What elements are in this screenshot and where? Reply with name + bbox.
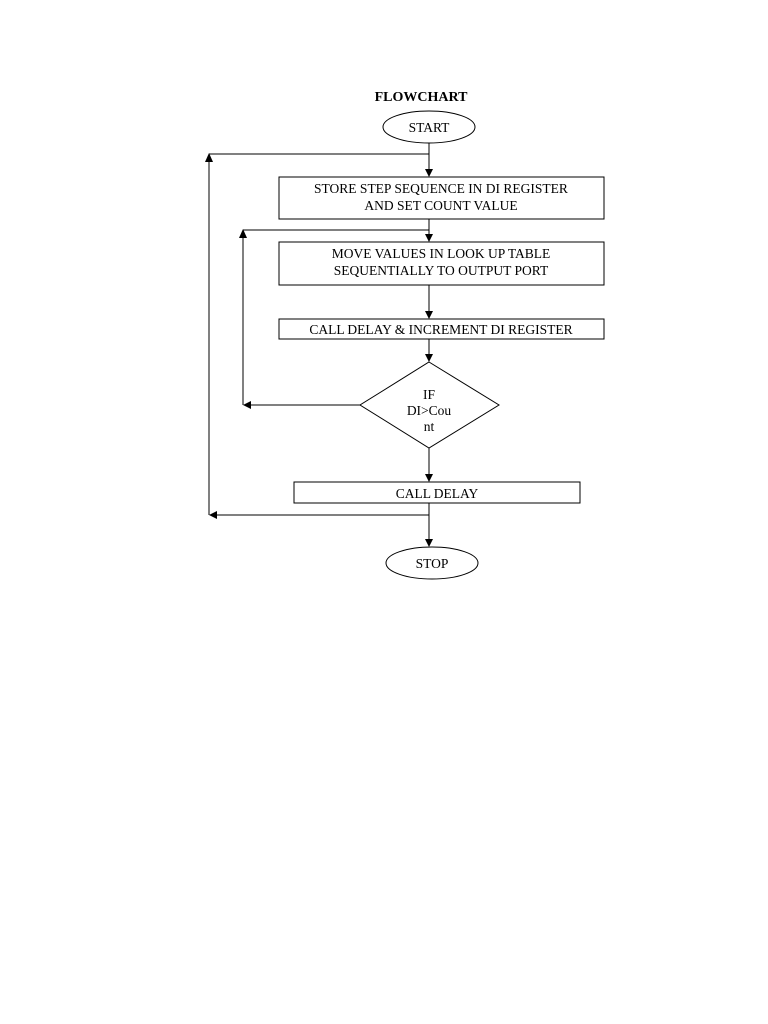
arrowhead [425, 234, 433, 242]
arrowhead [425, 169, 433, 177]
arrowhead [209, 511, 217, 519]
process-call-delay-increment [278, 318, 605, 340]
arrowhead [425, 539, 433, 547]
step1-line1: STORE STEP SEQUENCE IN DI REGISTER [314, 181, 568, 196]
step4-label: CALL DELAY [396, 486, 479, 501]
arrowhead [425, 474, 433, 482]
step2-line2: SEQUENTIALLY TO OUTPUT PORT [334, 263, 549, 278]
flowchart-title: FLOWCHART [375, 90, 469, 105]
step1-line2: AND SET COUNT VALUE [364, 198, 517, 213]
arrowhead [205, 153, 213, 162]
process-move-values [278, 241, 605, 286]
stop-label: STOP [416, 556, 449, 571]
step2-line1: MOVE VALUES IN LOOK UP TABLE [332, 246, 551, 261]
step3-label: CALL DELAY & INCREMENT DI REGISTER [309, 322, 572, 337]
arrowhead [425, 311, 433, 319]
process-call-delay [293, 481, 581, 504]
start-label: START [409, 120, 451, 135]
arrowhead [425, 354, 433, 362]
decision-line2: DI>Cou [407, 403, 452, 418]
arrowhead [239, 229, 247, 238]
process-store-step-sequence [278, 176, 605, 220]
stop-terminal [385, 546, 479, 580]
decision-line1: IF [423, 387, 435, 402]
decision-line3: nt [424, 419, 435, 434]
arrowhead [243, 401, 251, 409]
